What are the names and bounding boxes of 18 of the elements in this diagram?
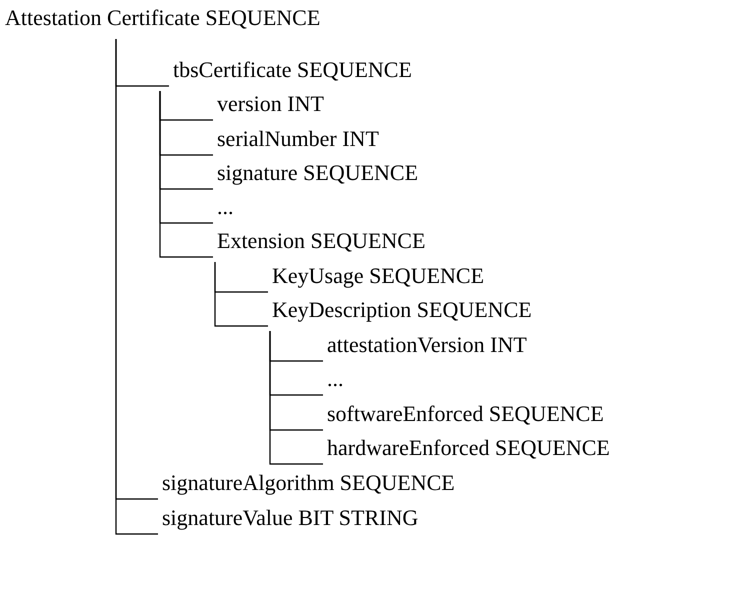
tree-item-label: version INT: [217, 86, 324, 122]
tree-item-label: Attestation Certificate SEQUENCE: [5, 0, 320, 36]
tree-item-label: serialNumber INT: [217, 121, 379, 157]
tree-connector: [159, 91, 213, 258]
tree-item-label: signature SEQUENCE: [217, 155, 418, 191]
tree-item-label: ...: [327, 361, 344, 397]
tree-item-label: KeyUsage SEQUENCE: [272, 258, 484, 294]
tree-connector: [269, 331, 323, 465]
tree-item-label: attestationVersion INT: [327, 327, 527, 363]
tree-item-label: signatureAlgorithm SEQUENCE: [162, 465, 455, 501]
tree-item-label: Extension SEQUENCE: [217, 223, 426, 259]
tree-connector: [214, 262, 268, 327]
tree-item-label: signatureValue BIT STRING: [162, 500, 418, 536]
tree-item-label: softwareEnforced SEQUENCE: [327, 396, 604, 432]
tree-item-label: ...: [217, 189, 234, 225]
tree-item-label: KeyDescription SEQUENCE: [272, 292, 532, 328]
tree-item-label: tbsCertificate SEQUENCE: [173, 52, 412, 88]
tree-item-label: hardwareEnforced SEQUENCE: [327, 430, 610, 466]
